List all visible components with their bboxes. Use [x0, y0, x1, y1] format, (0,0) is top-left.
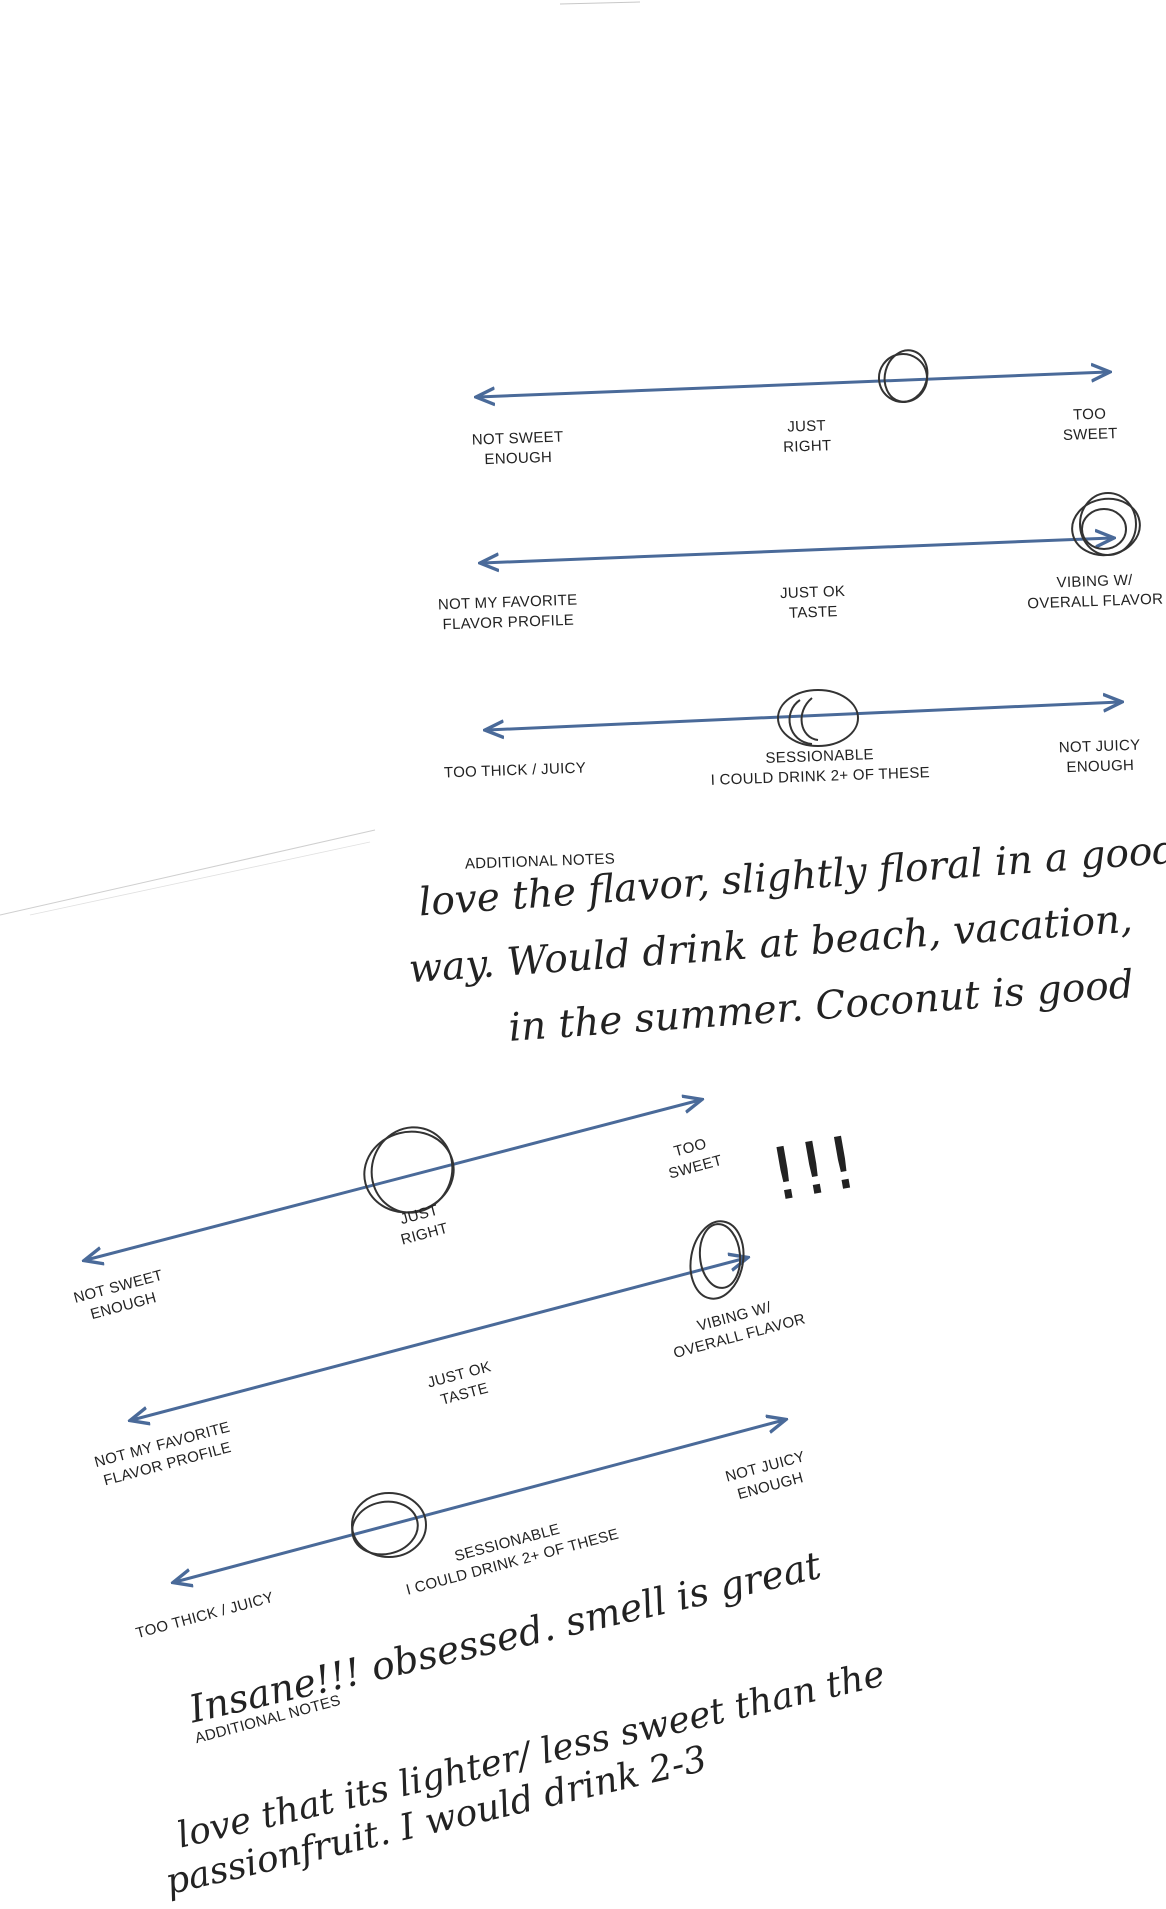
card1-sweetness-scale: [478, 372, 1108, 397]
card1-sweetness-mid-label: JUST RIGHT: [782, 417, 832, 456]
scan-streak: [29, 841, 371, 916]
card1-flavor-left-label: NOT MY FAVORITE FLAVOR PROFILE: [437, 591, 578, 634]
card1-body-rating-mark: [777, 689, 859, 747]
card1-body-scale: [487, 702, 1120, 730]
scan-streak: [0, 829, 376, 916]
card2-body-rating-mark: [351, 1492, 427, 1558]
card1-flavor-scale: [482, 538, 1112, 563]
card2-flavor-scale: [132, 1258, 746, 1420]
card1-flavor-rating-mark: [1071, 492, 1141, 557]
card1-sweetness-right-label: TOO SWEET: [1062, 405, 1119, 444]
card2-exclaim: !!!: [763, 1119, 864, 1218]
card1-flavor-right-label: VIBING W/ OVERALL FLAVOR: [1027, 571, 1164, 613]
card1-body-mid-label: SESSIONABLE I COULD DRINK 2+ OF THESE: [710, 746, 931, 789]
card1-flavor-mid-label: JUST OK TASTE: [779, 582, 846, 622]
card2-body-scale: [175, 1420, 784, 1582]
card1-sweetness-left-label: NOT SWEET ENOUGH: [471, 428, 564, 469]
card2-sweetness-scale: [86, 1100, 700, 1260]
card2-flavor-rating-mark: [689, 1220, 745, 1300]
card1-body-right-label: NOT JUICY ENOUGH: [1058, 736, 1141, 777]
card2-sweetness-rating-mark: [363, 1126, 455, 1214]
scan-streak: [559, 1, 641, 5]
card1-sweetness-rating-mark: [878, 349, 929, 403]
